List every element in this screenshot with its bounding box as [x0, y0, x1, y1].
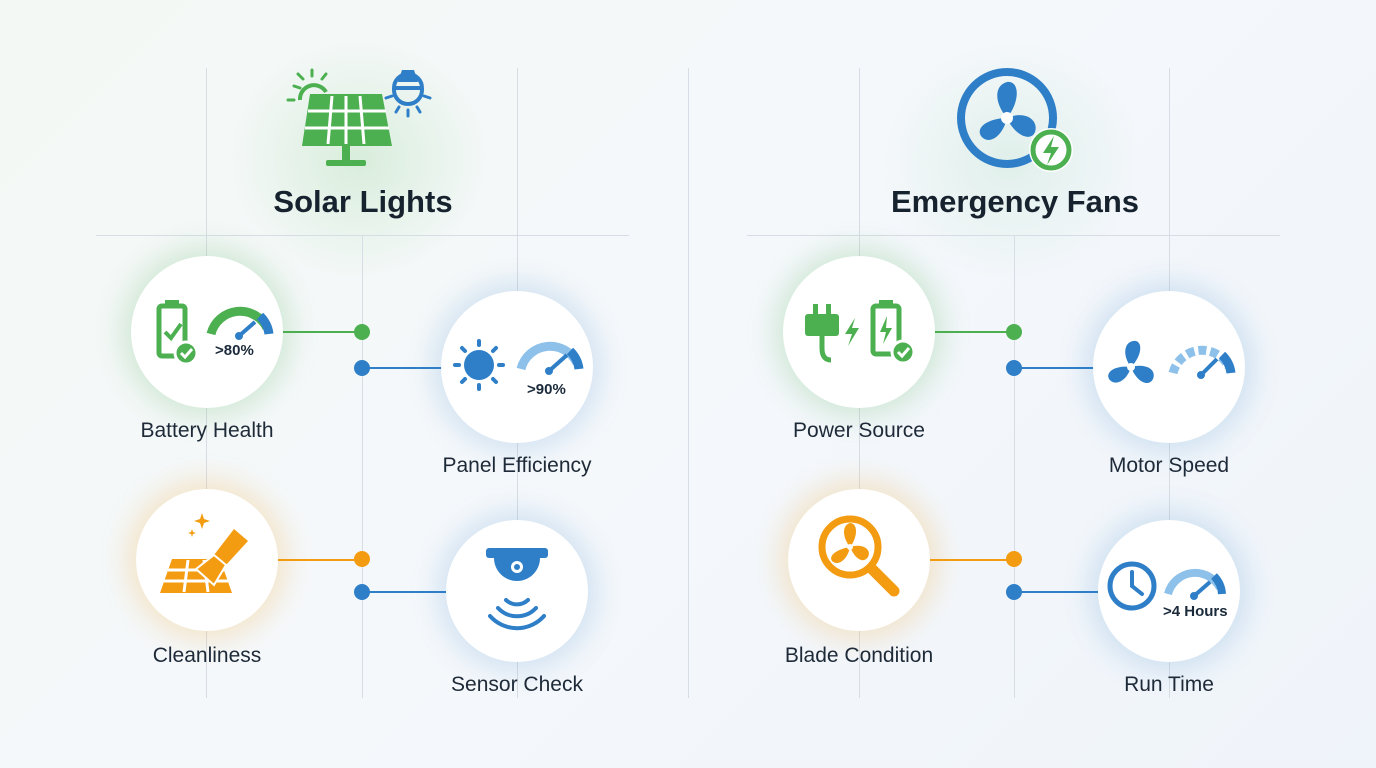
- solar-vline-mid: [362, 236, 363, 698]
- connector-battery: [282, 331, 362, 333]
- connector-panel: [362, 367, 442, 369]
- sensor-check-label: Sensor Check: [451, 673, 583, 696]
- dot-sensor: [354, 584, 370, 600]
- battery-health-node: >80%: [131, 256, 283, 408]
- motion-sensor-icon: [486, 548, 548, 631]
- fans-vline-mid: [1014, 236, 1015, 698]
- connector-motor: [1014, 367, 1094, 369]
- dot-cleanliness: [354, 551, 370, 567]
- motor-speed-label: Motor Speed: [1108, 454, 1230, 477]
- dot-panel: [354, 360, 370, 376]
- battery-health-value: >80%: [215, 342, 254, 359]
- run-time-value: >4 Hours: [1163, 603, 1228, 620]
- connector-blade: [930, 559, 1014, 561]
- sensor-check-node: [446, 520, 588, 662]
- battery-health-label: Battery Health: [140, 419, 274, 442]
- panel-efficiency-value: >90%: [527, 381, 566, 398]
- clock-gauge-icon: [1107, 561, 1226, 611]
- sun-icon: [453, 339, 584, 391]
- blade-condition-node: [788, 489, 930, 631]
- fan-power-icon: [957, 68, 1073, 172]
- plug-battery-icon: [805, 300, 916, 365]
- brush-panel-icon: [160, 513, 248, 593]
- battery-check-icon: [156, 300, 274, 366]
- connector-sensor: [362, 591, 446, 593]
- panel-efficiency-label: Panel Efficiency: [442, 454, 592, 477]
- connector-runtime: [1014, 591, 1098, 593]
- dot-blade: [1006, 551, 1022, 567]
- fans-title: Emergency Fans: [890, 184, 1140, 219]
- run-time-label: Run Time: [1124, 673, 1214, 696]
- solar-title: Solar Lights: [273, 184, 453, 219]
- motor-speed-node: [1093, 291, 1245, 443]
- panel-efficiency-node: >90%: [441, 291, 593, 443]
- dot-battery: [354, 324, 370, 340]
- fan-gauge-icon: [1108, 340, 1236, 383]
- fan-magnifier-icon: [818, 515, 900, 597]
- run-time-node: >4 Hours: [1098, 520, 1240, 662]
- dot-power: [1006, 324, 1022, 340]
- dot-motor: [1006, 360, 1022, 376]
- solar-panel-sun-bulb-icon: [286, 68, 432, 166]
- connector-power: [934, 331, 1014, 333]
- connector-cleanliness: [278, 559, 362, 561]
- solar-horizontal-rule: [96, 235, 629, 236]
- dot-runtime: [1006, 584, 1022, 600]
- cleanliness-label: Cleanliness: [152, 644, 262, 667]
- fans-horizontal-rule: [747, 235, 1280, 236]
- blade-condition-label: Blade Condition: [784, 644, 934, 667]
- center-divider: [688, 68, 689, 698]
- power-source-node: [783, 256, 935, 408]
- power-source-label: Power Source: [793, 419, 925, 442]
- cleanliness-node: [136, 489, 278, 631]
